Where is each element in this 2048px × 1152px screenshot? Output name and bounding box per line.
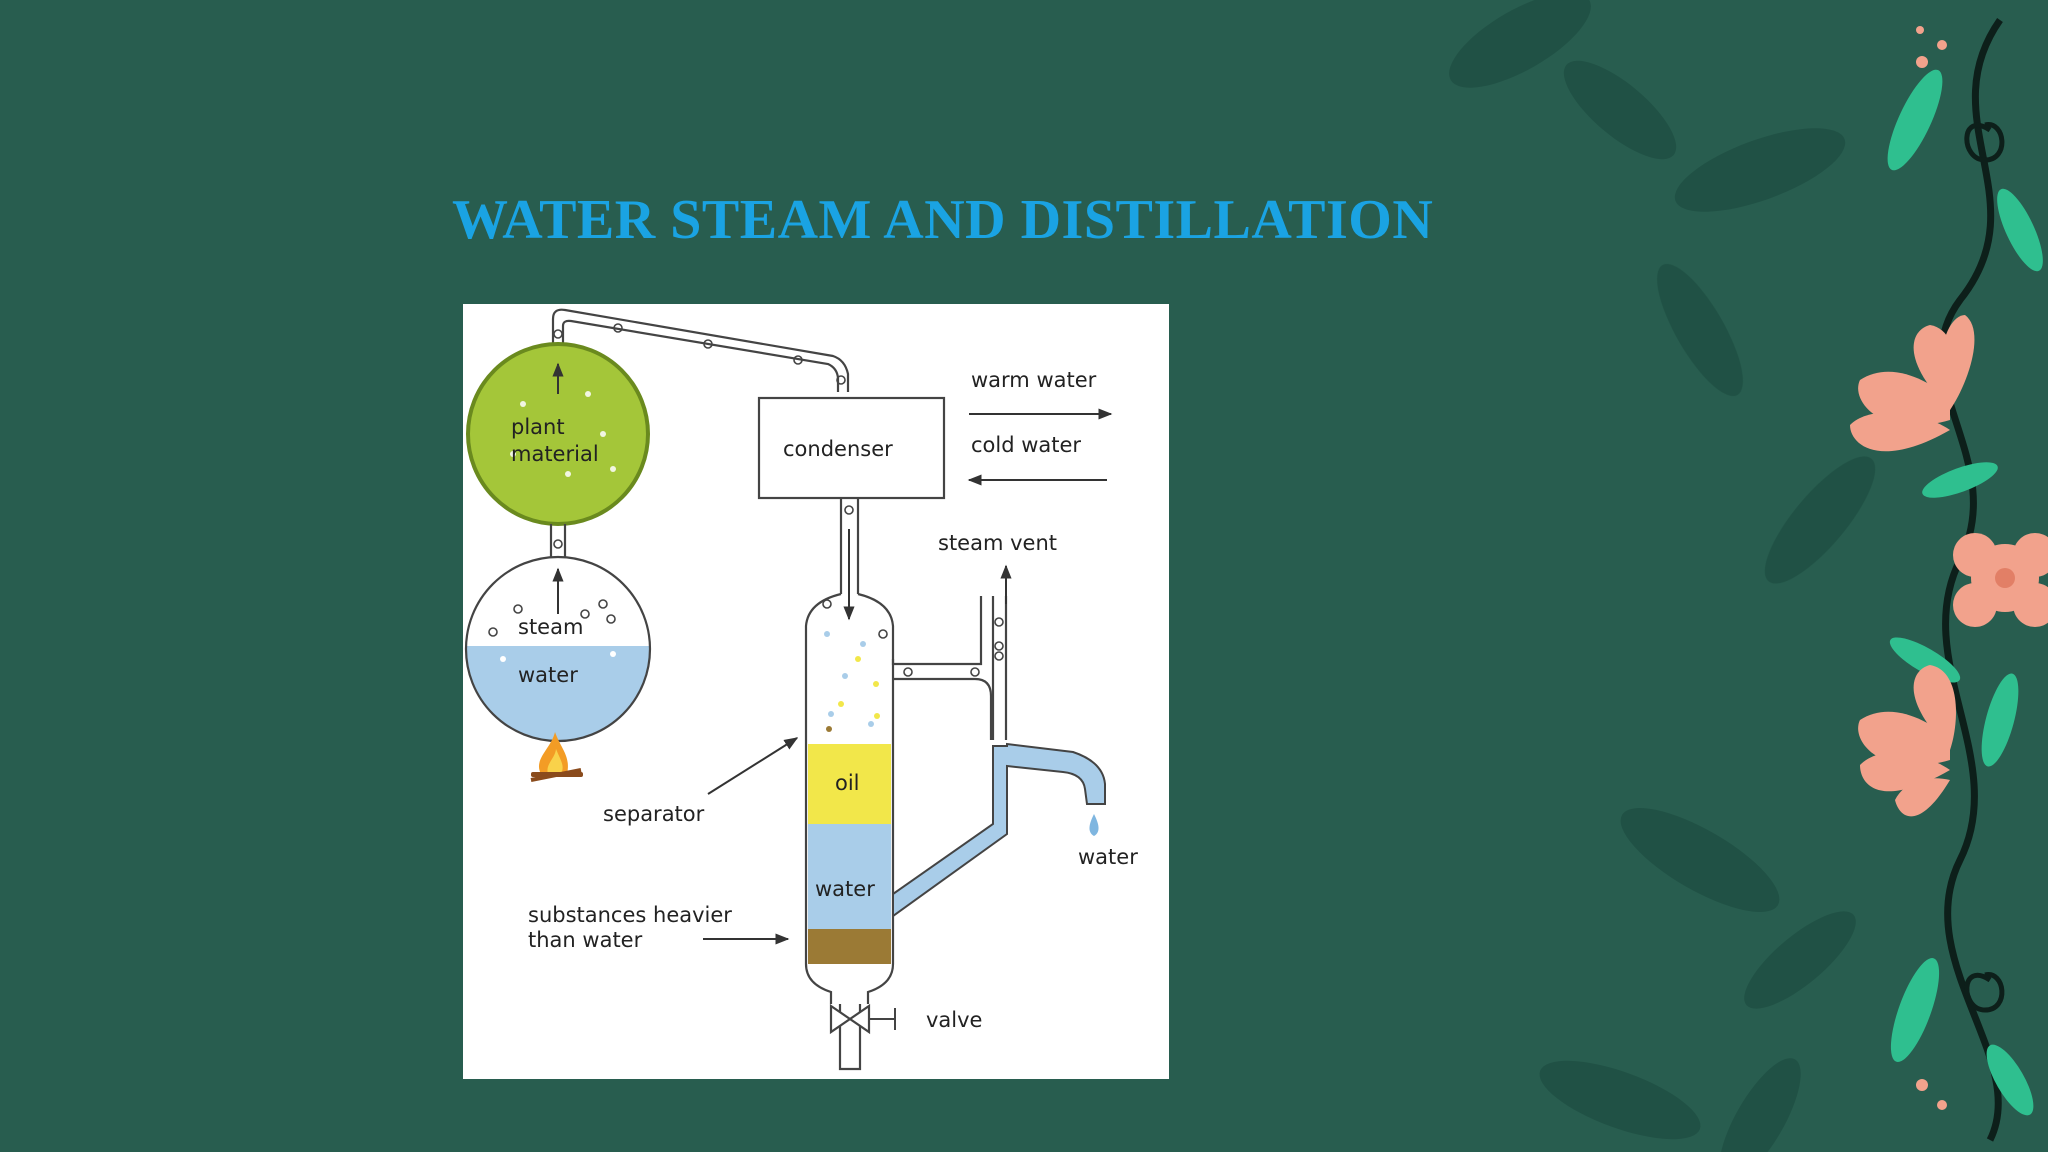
steam-vent-label: steam vent: [938, 531, 1057, 555]
sediment-layer: [808, 929, 891, 964]
flower-icon: [1953, 533, 2048, 627]
heavier-substances-label: than water: [528, 928, 643, 952]
condenser-box: [757, 396, 946, 500]
background-leaf-pattern: [1449, 0, 1876, 1152]
cold-water-label: cold water: [971, 433, 1081, 457]
condenser-label: condenser: [783, 437, 893, 461]
separator-label: separator: [603, 802, 705, 826]
separator-water-label: water: [815, 877, 875, 901]
vapor-pipe: [551, 308, 850, 392]
valve-icon: [829, 1003, 896, 1035]
plant-material-label: plant: [511, 415, 565, 439]
flower-icon: [1858, 665, 1956, 817]
slide-title: WATER STEAM AND DISTILLATION: [452, 189, 1434, 251]
plant-material-label: material: [511, 442, 599, 466]
heavier-substances-label: substances heavier: [528, 903, 732, 927]
valve-label: valve: [926, 1008, 982, 1032]
separator-column: [804, 592, 842, 1004]
steam-label: steam: [518, 615, 583, 639]
oil-layer: [808, 744, 891, 824]
oil-label: oil: [835, 771, 860, 795]
plant-material-flask: [466, 342, 650, 526]
flower-icon: [1850, 315, 1975, 452]
warm-water-label: warm water: [971, 368, 1097, 392]
water-drop-icon: [1089, 814, 1099, 836]
fire-icon: [530, 732, 583, 782]
distillation-diagram: plant material steam water: [463, 304, 1169, 1079]
leaf-icon: [1887, 69, 2043, 1116]
water-outlet-pipe: [892, 742, 1106, 918]
outlet-water-label: water: [1078, 845, 1138, 869]
water-layer: [808, 824, 891, 929]
flask-water-label: water: [518, 663, 578, 687]
